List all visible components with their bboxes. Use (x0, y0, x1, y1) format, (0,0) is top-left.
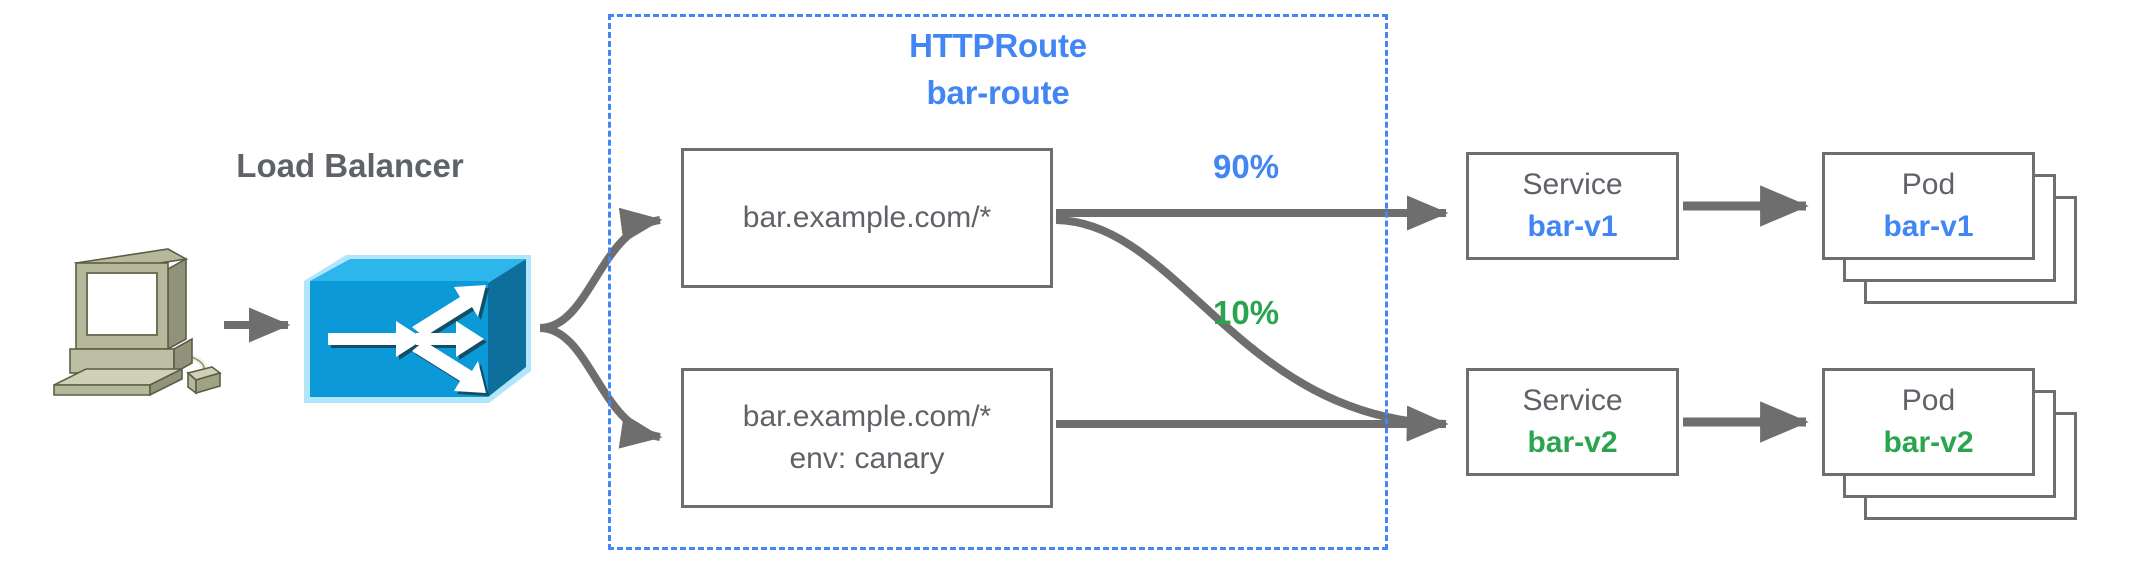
connector-lb-to-match-canary (539, 324, 663, 449)
httproute-group-boundary (608, 14, 1388, 550)
pod-card-bar-v2[interactable]: Pod bar-v2 (1822, 368, 2035, 476)
load-balancer-switch-icon (304, 255, 531, 403)
httproute-kind-label: HTTPRoute (909, 27, 1087, 64)
service-box-bar-v2[interactable]: Service bar-v2 (1466, 368, 1679, 476)
pod-kind-label-v2: Pod (1901, 384, 1956, 417)
connector-lb-to-match-primary (539, 207, 663, 332)
pod-card-bar-v1[interactable]: Pod bar-v1 (1822, 152, 2035, 260)
pod-kind-label-v1: Pod (1901, 168, 1956, 201)
httproute-group-title: HTTPRoute bar-route (608, 22, 1388, 116)
service-box-bar-v1[interactable]: Service bar-v1 (1466, 152, 1679, 260)
connector-match-primary-to-svc-v2 (1055, 216, 1449, 441)
service-name-label-v2: bar-v2 (1527, 426, 1618, 459)
pod-name-label-v2: bar-v2 (1883, 426, 1974, 459)
pod-stack-bar-v1[interactable]: Pod bar-v1 (1822, 152, 2112, 342)
pod-name-label-v1: bar-v1 (1883, 210, 1974, 243)
service-name-label-v1: bar-v1 (1527, 210, 1618, 243)
split-percentage-v1: 90% (1213, 148, 1280, 185)
match-box-canary[interactable]: bar.example.com/* env: canary (681, 368, 1053, 508)
split-percentage-v2: 10% (1213, 294, 1280, 331)
match-canary-header: env: canary (789, 442, 945, 475)
desktop-computer-icon (53, 248, 222, 397)
httproute-name-label: bar-route (926, 74, 1070, 111)
load-balancer-caption: Load Balancer (236, 147, 464, 184)
pod-stack-bar-v2[interactable]: Pod bar-v2 (1822, 368, 2112, 558)
service-kind-label-v2: Service (1522, 384, 1623, 417)
match-canary-hostname: bar.example.com/* (742, 400, 992, 433)
match-box-primary[interactable]: bar.example.com/* (681, 148, 1053, 288)
service-kind-label-v1: Service (1522, 168, 1623, 201)
match-primary-hostname: bar.example.com/* (742, 201, 992, 234)
